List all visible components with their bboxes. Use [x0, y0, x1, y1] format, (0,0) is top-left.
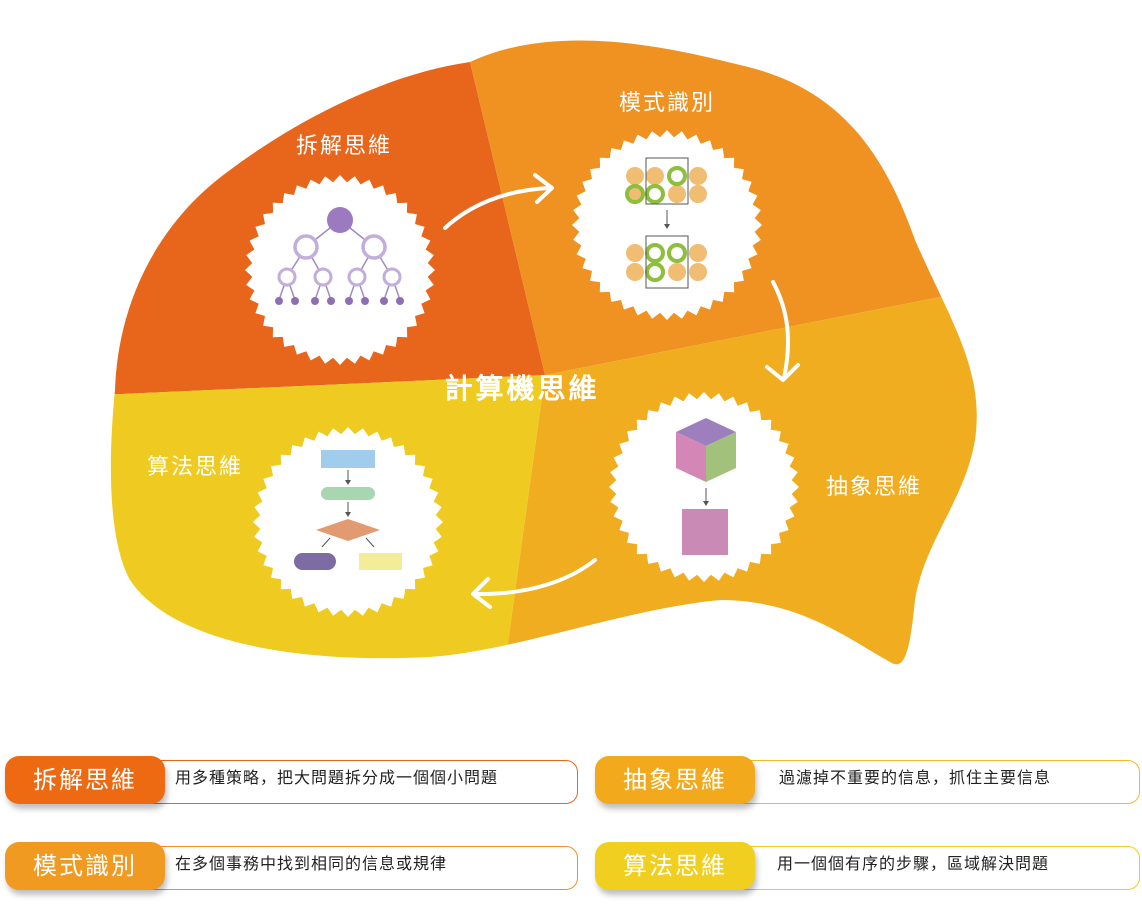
legend-desc-pattern: 在多個事務中找到相同的信息或規律: [175, 854, 448, 873]
legend-tag-decomposition: 拆解思維: [5, 756, 165, 804]
badge-decomposition: [245, 175, 435, 365]
legend-item-decomposition: 用多種策略，把大問題拆分成一個個小問題 拆解思維: [5, 756, 578, 806]
quadrant-label-pattern: 模式識別: [619, 91, 715, 116]
legend-tag-abstraction: 抽象思維: [595, 756, 755, 804]
legend-desc-decomposition: 用多種策略，把大問題拆分成一個個小問題: [175, 768, 499, 787]
quadrant-label-algorithm: 算法思維: [147, 455, 243, 480]
legend-item-pattern: 在多個事務中找到相同的信息或規律 模式識別: [5, 842, 578, 892]
legend-item-algorithm: 用一個個有序的步驟，區域解決問題 算法思維: [595, 842, 1140, 892]
badge-abstraction: [609, 392, 799, 582]
legend-item-abstraction: 過濾掉不重要的信息，抓住主要信息 抽象思維: [595, 756, 1140, 806]
legend-tag-pattern: 模式識別: [5, 842, 165, 890]
tree-icon: [275, 207, 404, 305]
legend-tag-algorithm: 算法思維: [595, 842, 755, 890]
quadrant-label-abstraction: 抽象思維: [826, 475, 922, 500]
pattern-grid-icon: [625, 157, 707, 289]
cycle-arrows: [443, 173, 800, 609]
legend-desc-abstraction: 過濾掉不重要的信息，抓住主要信息: [779, 768, 1052, 787]
computational-thinking-diagram: 拆解思維 模式識別 抽象思維 算法思維 計算機思維: [110, 40, 977, 665]
cube-icon: [676, 418, 736, 555]
quadrant-decomposition-bg: [110, 40, 545, 400]
quadrant-label-decomposition: 拆解思維: [296, 134, 392, 159]
center-title: 計算機思維: [444, 372, 599, 405]
legend-desc-algorithm: 用一個個有序的步驟，區域解決問題: [777, 854, 1050, 873]
flowchart-icon: [294, 450, 402, 570]
